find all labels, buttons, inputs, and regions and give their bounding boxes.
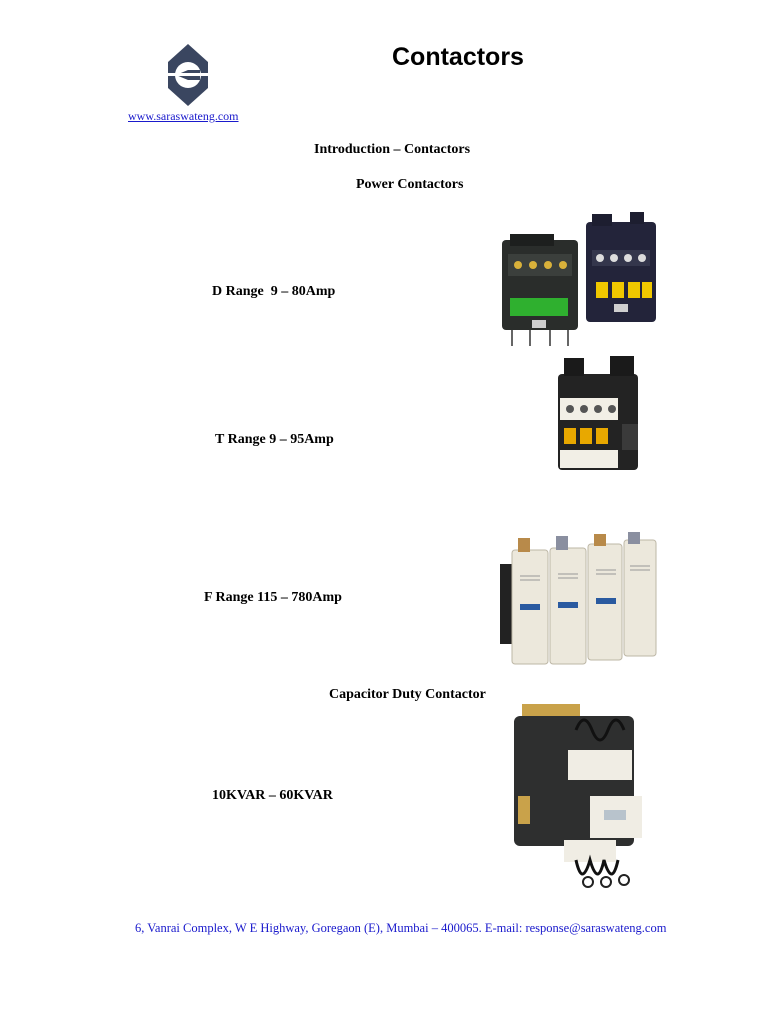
capacitor-contactor-image bbox=[494, 700, 654, 890]
d-range-label: D Range 9 – 80Amp bbox=[212, 284, 336, 299]
page-title: Contactors bbox=[392, 43, 524, 71]
f-range-label: F Range 115 – 780Amp bbox=[204, 590, 342, 605]
company-logo bbox=[164, 42, 212, 108]
website-link[interactable]: www.saraswateng.com bbox=[128, 109, 239, 123]
intro-heading: Introduction – Contactors bbox=[314, 142, 471, 157]
t-range-label: T Range 9 – 95Amp bbox=[215, 432, 334, 447]
capacitor-duty-heading: Capacitor Duty Contactor bbox=[329, 687, 486, 702]
f-range-image bbox=[498, 530, 660, 668]
footer-address: 6, Vanrai Complex, W E Highway, Goregaon… bbox=[135, 921, 667, 935]
t-range-image bbox=[552, 354, 646, 478]
power-contactors-heading: Power Contactors bbox=[356, 177, 464, 192]
kvar-range-label: 10KVAR – 60KVAR bbox=[212, 788, 333, 803]
d-range-image bbox=[496, 210, 662, 350]
